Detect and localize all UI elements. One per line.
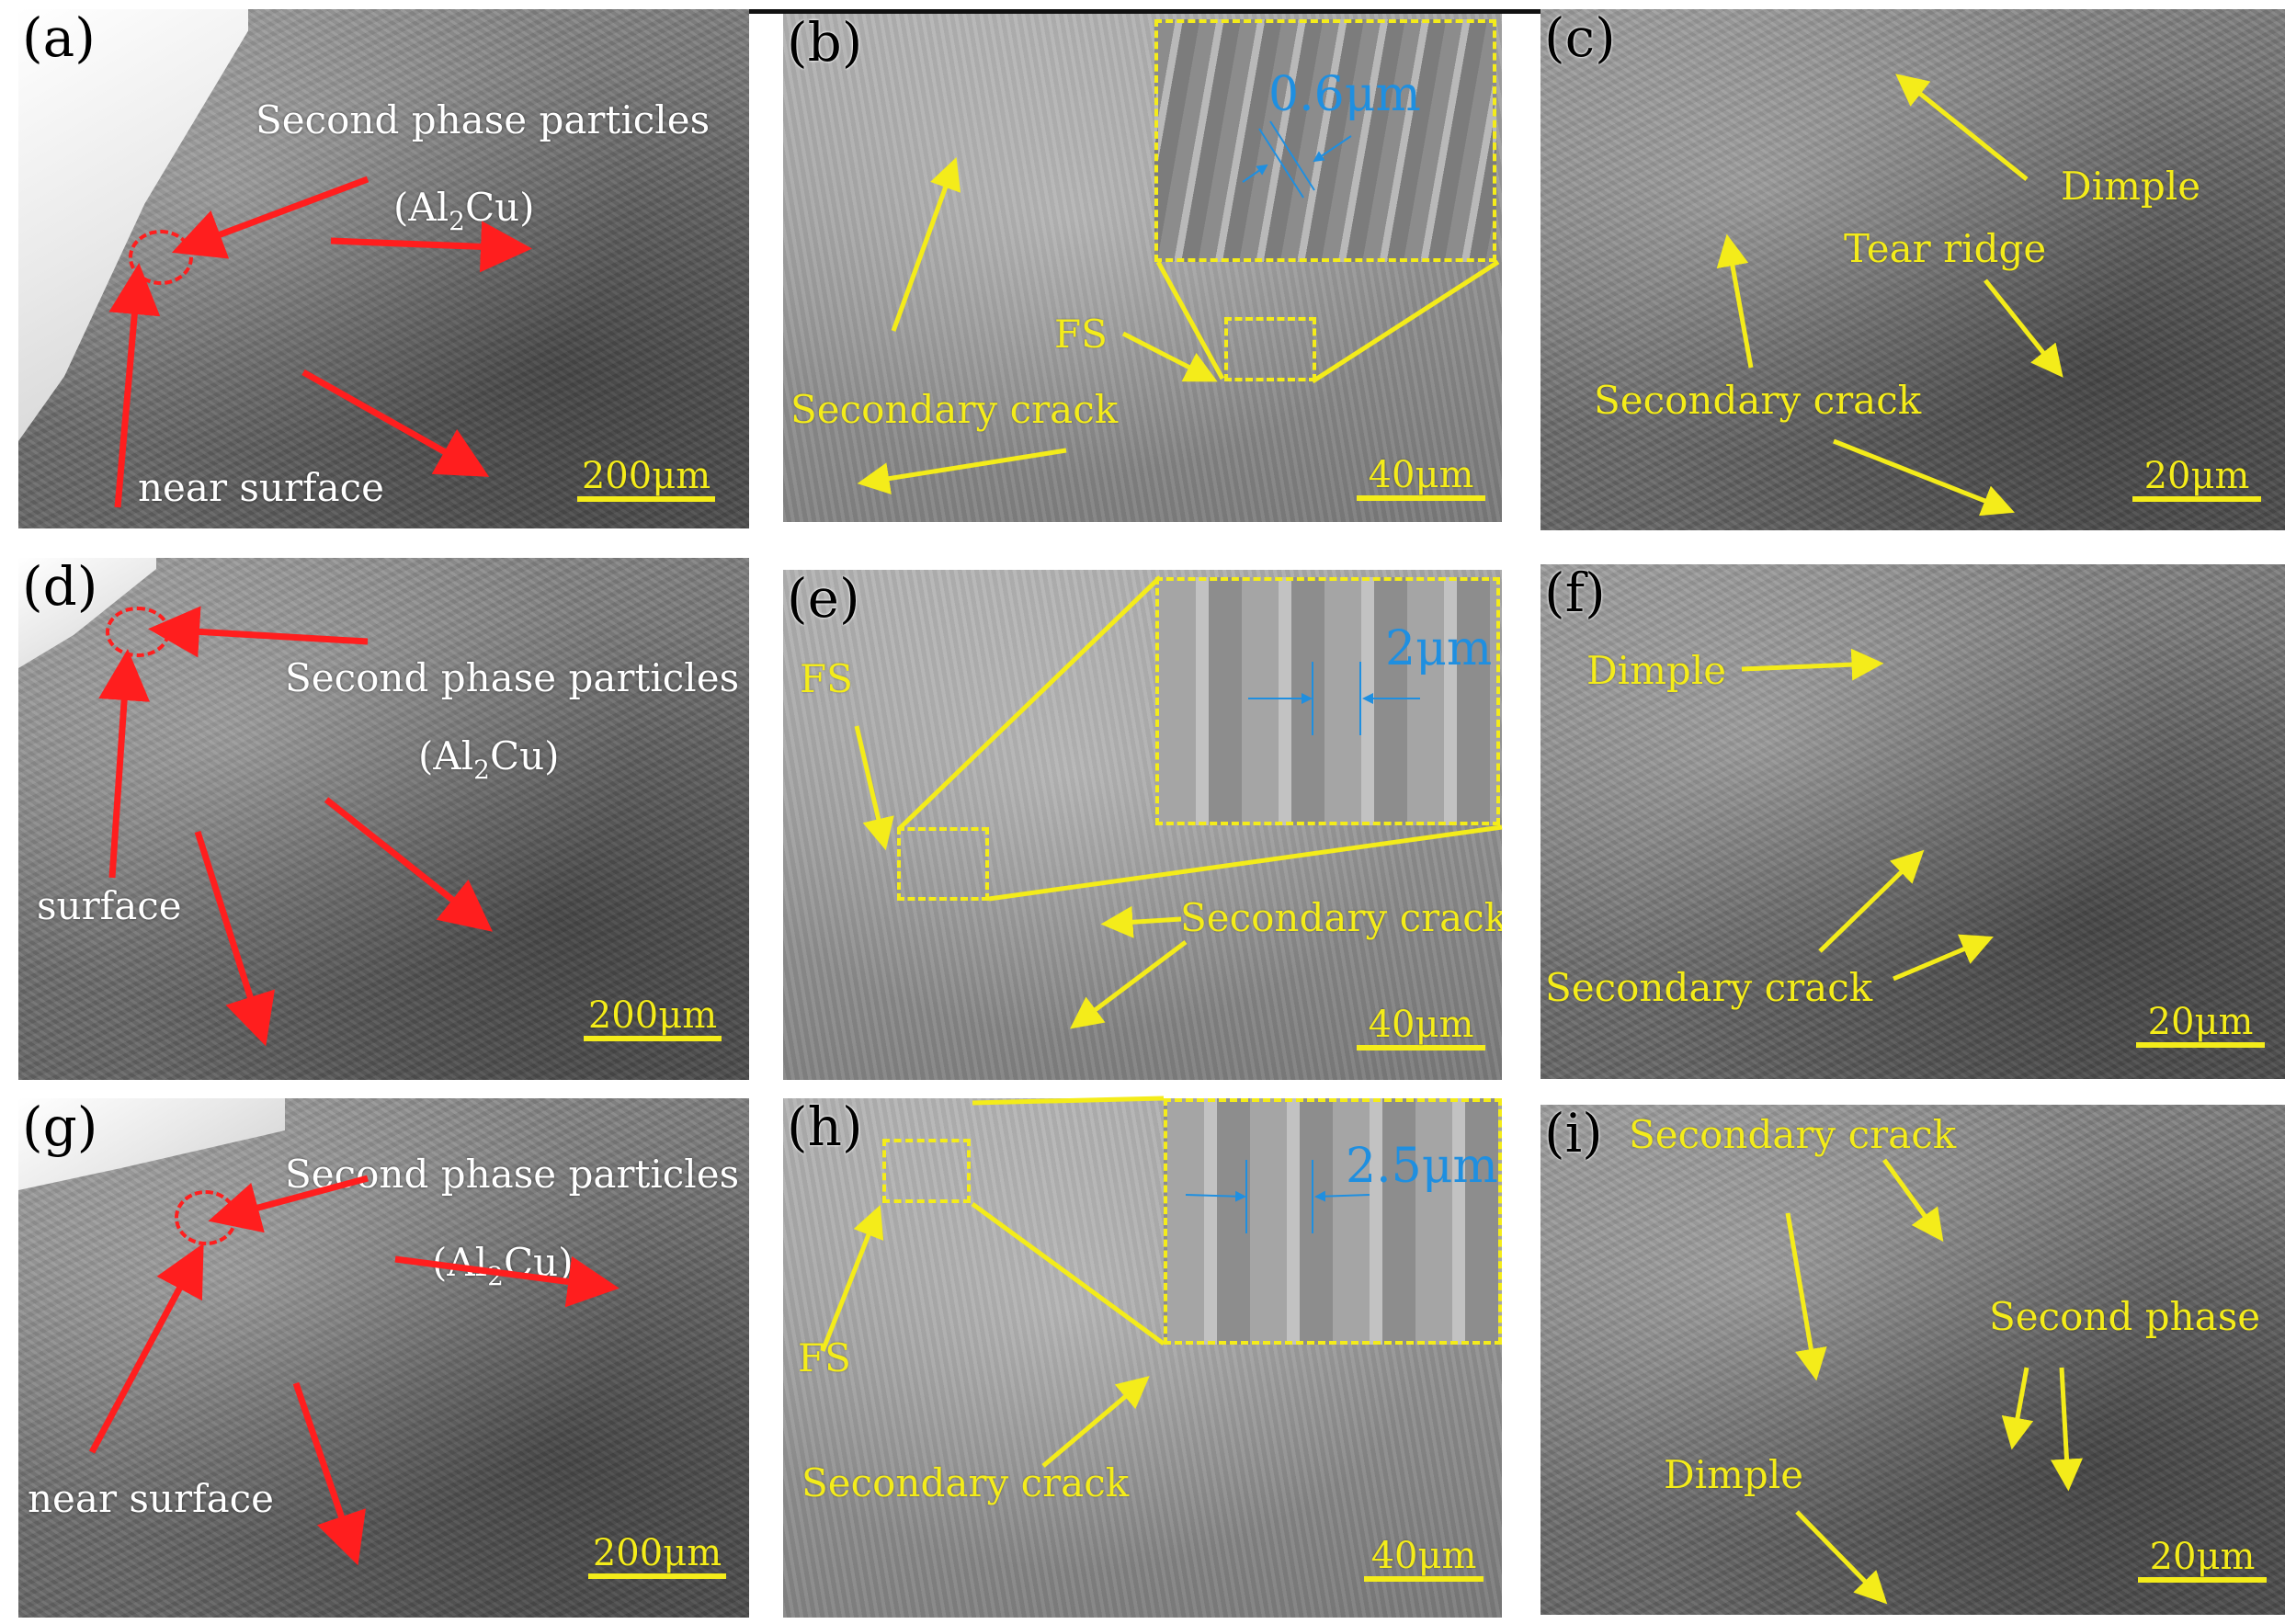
scale-bar: 20μm — [2138, 1539, 2267, 1583]
annotation-near-surface: near surface — [138, 465, 385, 510]
annotation-tear-ridge: Tear ridge — [1844, 226, 2047, 271]
striation-spacing-label: 0.6μm — [1268, 67, 1421, 122]
annotation-fs: FS — [800, 656, 853, 701]
scale-bar: 40μm — [1357, 457, 1485, 501]
panel-label-d: (d) — [22, 558, 98, 618]
panel-g-sem-image: (g) Second phase particles (Al2Cu) near … — [18, 1098, 749, 1618]
striation-inset — [1154, 19, 1496, 262]
annotation-second-phase: Second phase particles — [285, 655, 740, 700]
annotation-near-surface: near surface — [28, 1476, 275, 1521]
panel-label-e: (e) — [787, 570, 860, 630]
panel-f-sem-image: (f) Dimple Secondary crack 20μm — [1540, 564, 2285, 1079]
panel-label-h: (h) — [787, 1098, 863, 1158]
striation-inset — [1164, 1098, 1502, 1345]
crack-origin-circle — [175, 1190, 237, 1245]
scale-bar: 20μm — [2132, 458, 2261, 502]
annotation-surface: surface — [37, 883, 182, 928]
annotation-al2cu: (Al2Cu) — [393, 185, 535, 236]
panel-label-a: (a) — [22, 9, 96, 69]
annotation-secondary-crack: Secondary crack — [1629, 1112, 1957, 1157]
annotation-second-phase: Second phase particles — [285, 1152, 740, 1197]
annotation-secondary-crack: Secondary crack — [801, 1460, 1130, 1505]
annotation-al2cu: (Al2Cu) — [432, 1240, 574, 1291]
scale-bar: 20μm — [2136, 1004, 2265, 1048]
annotation-secondary-crack: Secondary crack — [1545, 965, 1873, 1010]
panel-e-sem-image: (e) 2μm FS Secondary crack 40μm — [783, 570, 1502, 1080]
panel-label-b: (b) — [787, 14, 863, 74]
panel-label-c: (c) — [1544, 9, 1616, 69]
panel-label-i: (i) — [1544, 1105, 1603, 1164]
inset-source-box — [897, 827, 989, 901]
specimen-edge-highlight — [18, 9, 248, 441]
annotation-dimple: Dimple — [1664, 1452, 1804, 1497]
striation-spacing-label: 2.5μm — [1346, 1139, 1498, 1194]
scale-bar: 200μm — [588, 1535, 726, 1579]
panel-b-sem-image: (b) 0.6μm FS Secondary crack 40μm — [783, 14, 1502, 522]
inset-source-box — [1224, 317, 1316, 381]
annotation-dimple: Dimple — [1586, 648, 1727, 693]
annotation-secondary-crack: Secondary crack — [1180, 895, 1502, 940]
annotation-al2cu: (Al2Cu) — [418, 733, 560, 785]
annotation-second-phase: Second phase — [1989, 1294, 2261, 1339]
annotation-second-phase: Second phase particles — [256, 97, 711, 142]
annotation-secondary-crack: Secondary crack — [1594, 378, 1922, 423]
annotation-fs: FS — [798, 1335, 851, 1380]
panel-d-sem-image: (d) Second phase particles (Al2Cu) surfa… — [18, 558, 749, 1080]
scale-bar: 200μm — [577, 458, 715, 502]
panel-i-sem-image: (i) Secondary crack Second phase Dimple … — [1540, 1105, 2285, 1615]
striation-spacing-label: 2μm — [1385, 621, 1493, 676]
scale-bar: 40μm — [1364, 1538, 1484, 1582]
panel-h-sem-image: (h) 2.5μm FS Secondary crack 40μm — [783, 1098, 1502, 1618]
scale-bar: 200μm — [584, 997, 722, 1041]
top-border-line — [740, 9, 2285, 14]
inset-source-box — [882, 1139, 971, 1203]
annotation-secondary-crack: Secondary crack — [790, 387, 1119, 432]
panel-label-g: (g) — [22, 1098, 98, 1158]
annotation-fs: FS — [1054, 312, 1108, 357]
panel-c-sem-image: (c) Dimple Tear ridge Secondary crack 20… — [1540, 9, 2285, 530]
scale-bar: 40μm — [1357, 1006, 1485, 1050]
crack-origin-circle — [106, 607, 170, 657]
annotation-dimple: Dimple — [2061, 164, 2201, 209]
panel-a-sem-image: (a) Second phase particles (Al2Cu) near … — [18, 9, 749, 528]
striation-inset — [1155, 577, 1500, 825]
panel-label-f: (f) — [1544, 564, 1606, 624]
crack-origin-circle — [129, 230, 193, 285]
